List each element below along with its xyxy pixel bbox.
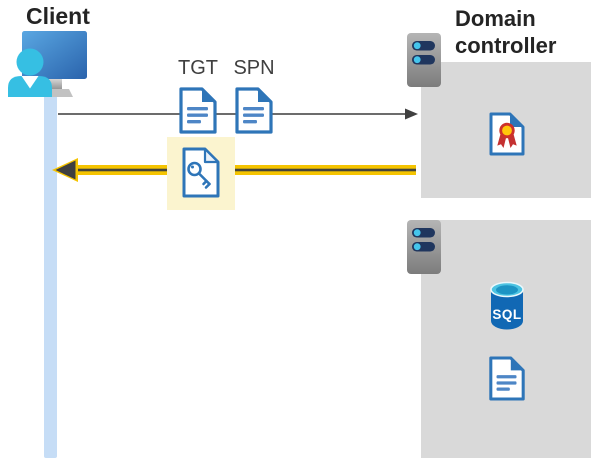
sql-database-icon: SQL (490, 281, 524, 330)
person-icon (8, 48, 52, 97)
client-user-computer-icon (8, 31, 87, 97)
certificate-icon (489, 112, 525, 156)
domain-controller-server-icon (407, 33, 441, 87)
keytab-document-icon (489, 356, 525, 401)
spn-document-icon (235, 87, 273, 134)
client-label: Client (26, 3, 90, 29)
tgt-label: TGT (178, 57, 218, 79)
tgt-document-icon (179, 87, 217, 134)
key-icon (187, 161, 211, 189)
linux-server-icon (407, 220, 441, 274)
sql-badge-text: SQL (492, 307, 521, 322)
response-arrow (52, 158, 416, 182)
key-document-icon (182, 147, 220, 198)
linux-server-panel (421, 220, 591, 458)
spn-label: SPN (233, 57, 275, 79)
domain-controller-label: Domain controller (455, 6, 557, 58)
client-lifeline-bar (44, 86, 57, 458)
request-arrow (58, 108, 418, 120)
